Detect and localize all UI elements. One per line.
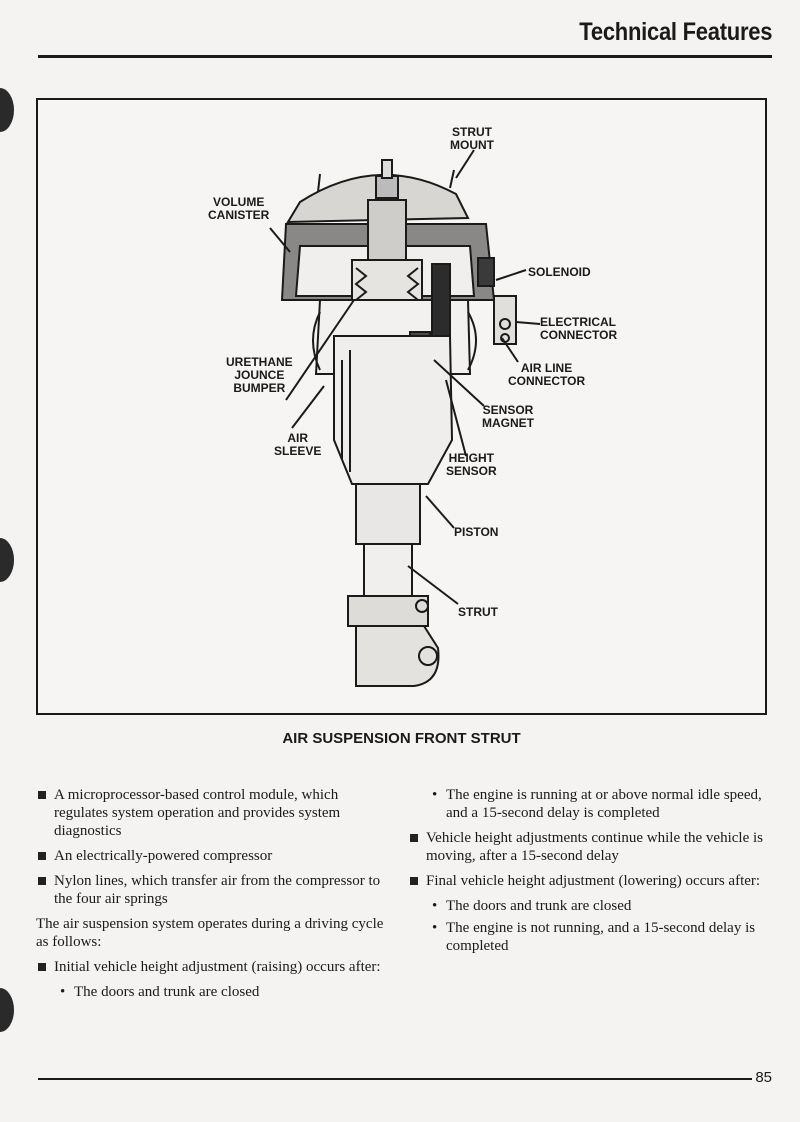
sub-list-item: The doors and trunk are closed [36,983,388,1001]
list-item: A microprocessor-based control module, w… [36,786,388,840]
sub-list-item: The engine is running at or above normal… [408,786,768,822]
binder-hole-bottom [0,988,14,1032]
solenoid-shape [477,257,495,287]
binder-hole-middle [0,538,14,582]
callout-sensor-magnet: SENSOR MAGNET [482,403,534,430]
footer-rule [38,1078,752,1080]
figure-caption: AIR SUSPENSION FRONT STRUT [282,730,521,747]
callout-volume-canister: VOLUME CANISTER [208,195,270,222]
body-paragraph: The air suspension system operates durin… [36,916,384,950]
list-item: Initial vehicle height adjustment (raisi… [36,958,388,976]
left-text-column: A microprocessor-based control module, w… [36,786,388,1005]
callout-air-line-connector: AIR LINE CONNECTOR [508,361,586,388]
callout-urethane-jounce-bumper: URETHANE JOUNCE BUMPER [226,355,293,395]
callout-height-sensor: HEIGHT SENSOR [446,451,497,478]
sub-list-item: The engine is not running, and a 15-seco… [408,919,768,955]
page-number: 85 [755,1069,772,1086]
knuckle-bracket-shape [355,625,440,687]
callout-electrical-connector: ELECTRICAL CONNECTOR [540,315,618,342]
sub-list-item: The doors and trunk are closed [408,897,768,915]
strut-drawing [269,149,541,687]
list-item: An electrically-powered compressor [36,847,388,865]
callout-piston: PISTON [454,525,499,539]
page-header-title: Technical Features [579,18,772,46]
list-item: Vehicle height adjustments continue whil… [408,829,768,865]
right-text-column: The engine is running at or above normal… [408,786,768,959]
strut-tube-shape [363,543,413,597]
strut-illustration: STRUT MOUNT VOLUME CANISTER SOLENOID ELE… [36,98,767,715]
callout-air-sleeve: AIR SLEEVE [274,431,322,458]
binder-hole-top [0,88,14,132]
piston-shape [333,335,454,485]
list-item: Final vehicle height adjustment (lowerin… [408,872,768,890]
callout-solenoid: SOLENOID [528,265,591,279]
list-item: Nylon lines, which transfer air from the… [36,872,388,908]
callout-strut: STRUT [458,605,498,619]
header-rule [38,55,772,58]
callout-strut-mount: STRUT MOUNT [450,125,494,152]
